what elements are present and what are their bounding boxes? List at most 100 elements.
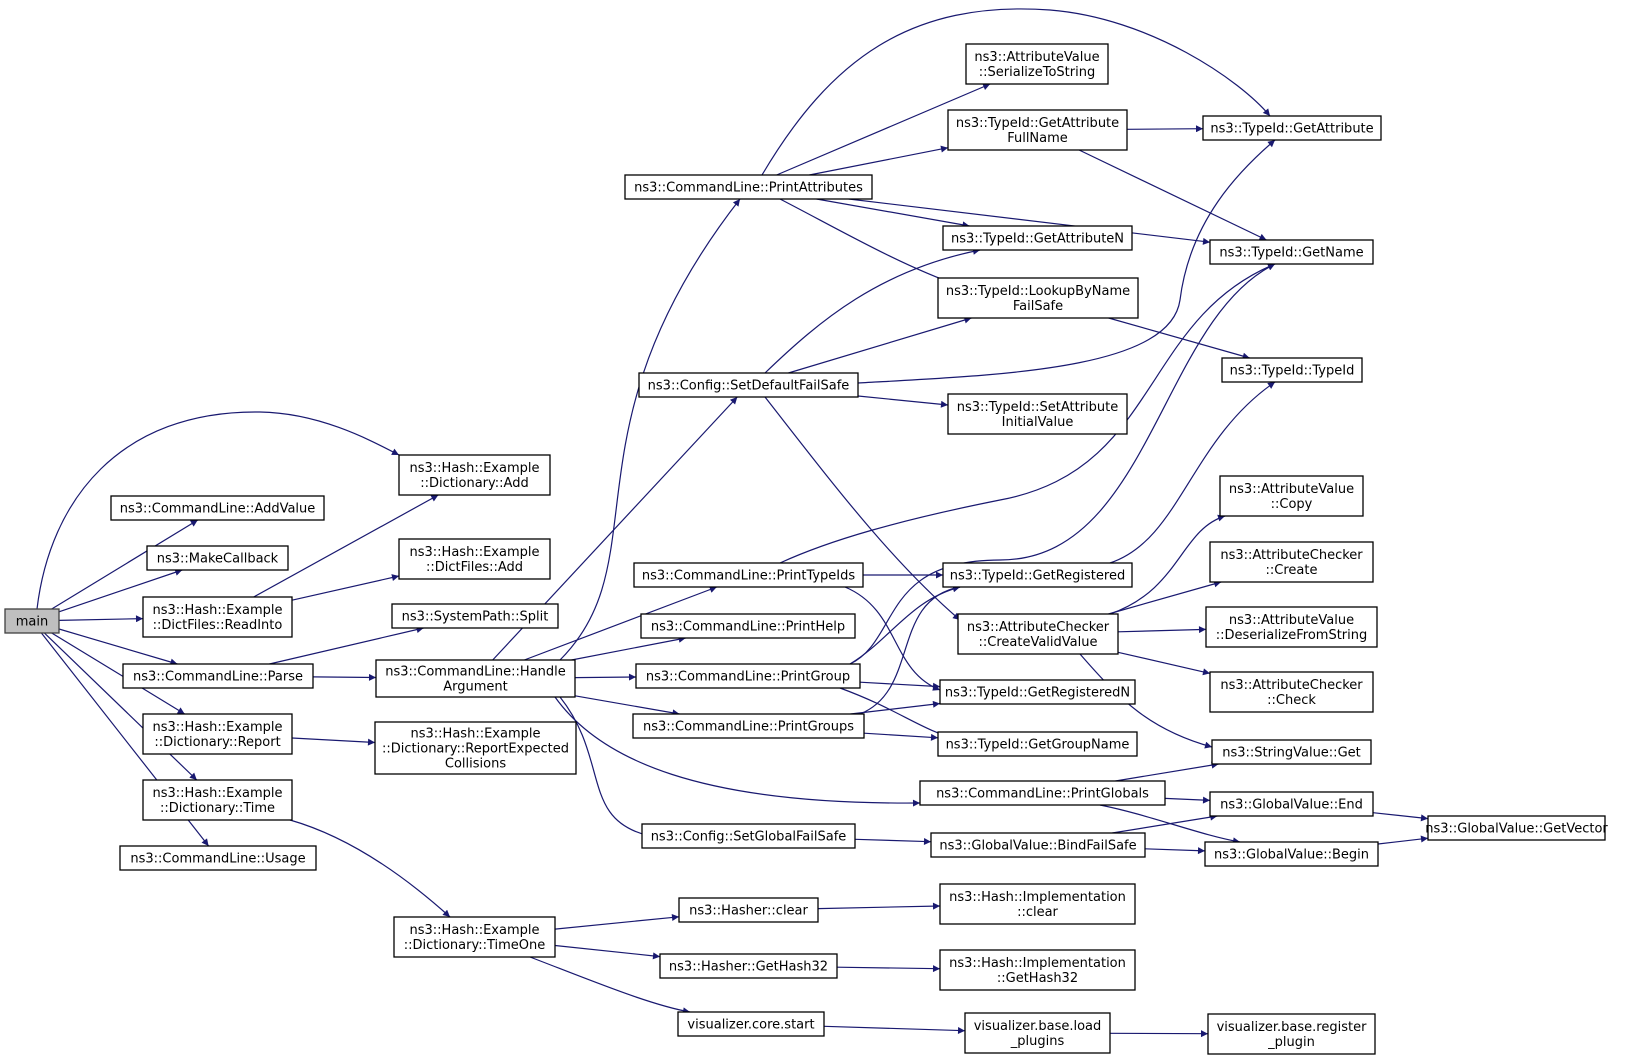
edge-line: [1079, 653, 1213, 749]
edge-ac_createvalidvalue-to-av_deserializefromstring: [1117, 626, 1207, 634]
node-box: [122, 663, 314, 689]
node-label: ns3::AttributeChecker: [1220, 678, 1363, 693]
node-box: [677, 1011, 825, 1037]
node-cl-parse[interactable]: ns3::CommandLine::Parse: [122, 663, 314, 689]
edge-dict_report-to-dict_reportexpected: [291, 737, 376, 746]
node-label: ns3::TypeId::GetAttribute: [956, 116, 1119, 131]
node-cl-printgroups[interactable]: ns3::CommandLine::PrintGroups: [632, 713, 865, 739]
node-label: visualizer.base.load: [974, 1019, 1102, 1034]
node-ac-createvalidvalue[interactable]: ns3::AttributeChecker::CreateValidValue: [957, 613, 1119, 655]
node-config-setdefaultfailsafe[interactable]: ns3::Config::SetDefaultFailSafe: [638, 372, 859, 398]
node-dict-add[interactable]: ns3::Hash::Example::Dictionary::Add: [398, 454, 551, 496]
node-dictfiles-add[interactable]: ns3::Hash::Example::DictFiles::Add: [398, 538, 551, 580]
node-ac-create[interactable]: ns3::AttributeChecker::Create: [1209, 541, 1374, 583]
edge-line: [1117, 651, 1211, 676]
node-cl-addvalue[interactable]: ns3::CommandLine::AddValue: [110, 495, 325, 521]
node-cl-printtypeids[interactable]: ns3::CommandLine::PrintTypeIds: [633, 562, 864, 588]
node-dict-timeone[interactable]: ns3::Hash::Example::Dictionary::TimeOne: [393, 916, 556, 958]
edge-cl_printattributes-to-typeid_getname: [848, 198, 1211, 245]
node-hasher-gethash32[interactable]: ns3::Hasher::GetHash32: [659, 953, 838, 979]
node-label: ::Dictionary::Report: [154, 735, 280, 750]
node-gv-getvector[interactable]: ns3::GlobalValue::GetVector: [1425, 815, 1608, 841]
node-dictfiles-readinto[interactable]: ns3::Hash::Example::DictFiles::ReadInto: [142, 596, 293, 638]
node-hasher-clear[interactable]: ns3::Hasher::clear: [678, 897, 819, 923]
node-dict-reportexpected[interactable]: ns3::Hash::Example::Dictionary::ReportEx…: [374, 721, 577, 775]
node-vis-core-start[interactable]: visualizer.core.start: [677, 1011, 825, 1037]
edge-line: [857, 139, 1276, 384]
node-label: ::Dictionary::TimeOne: [404, 938, 546, 953]
node-label: ::Dictionary::Time: [160, 801, 275, 816]
node-systempath-split[interactable]: ns3::SystemPath::Split: [391, 603, 559, 629]
node-box: [142, 713, 293, 755]
node-main[interactable]: main: [4, 608, 60, 634]
node-box: [374, 721, 577, 775]
edge-line: [779, 198, 961, 287]
edge-line: [836, 965, 941, 973]
edge-cl_handleargument-to-cl_printglobals: [554, 696, 921, 807]
node-box: [1209, 239, 1374, 265]
node-makecallback[interactable]: ns3::MakeCallback: [146, 545, 289, 571]
node-ac-check[interactable]: ns3::AttributeChecker::Check: [1209, 671, 1374, 713]
node-label: ns3::TypeId::SetAttribute: [957, 400, 1119, 415]
edge-main-to-dict_report: [51, 632, 186, 715]
node-typeid-getname[interactable]: ns3::TypeId::GetName: [1209, 239, 1374, 265]
edge-line: [809, 145, 949, 176]
edge-cl_printgroup-to-typeid_getregistered: [849, 585, 961, 665]
node-typeid-getattribute[interactable]: ns3::TypeId::GetAttribute: [1202, 115, 1382, 141]
edge-typeid_getregistered-to-typeid_typeid: [1109, 381, 1276, 564]
edge-line: [1144, 847, 1206, 855]
node-hashimpl-gethash32[interactable]: ns3::Hash::Implementation::GetHash32: [939, 949, 1136, 991]
edge-dict_time-to-dict_timeone: [289, 819, 451, 918]
node-label: InitialValue: [1002, 415, 1074, 430]
node-box: [641, 823, 856, 849]
node-label: ns3::TypeId::GetRegistered: [950, 569, 1125, 584]
node-config-setglobalfailsafe[interactable]: ns3::Config::SetGlobalFailSafe: [641, 823, 856, 849]
edge-line: [823, 1025, 966, 1034]
edge-line: [1115, 761, 1219, 782]
edge-line: [58, 568, 183, 613]
node-hashimpl-clear[interactable]: ns3::Hash::Implementation::clear: [939, 883, 1136, 925]
edge-line: [1078, 149, 1267, 241]
node-layer: mainns3::Hash::Example::Dictionary::Addn…: [4, 43, 1608, 1055]
edge-ac_createvalidvalue-to-ac_create: [1108, 580, 1222, 615]
node-cl-printgroup[interactable]: ns3::CommandLine::PrintGroup: [635, 663, 861, 689]
edge-dictfiles_readinto-to-dict_add: [253, 494, 439, 598]
edge-line: [859, 584, 961, 715]
node-gv-begin[interactable]: ns3::GlobalValue::Begin: [1204, 841, 1379, 867]
edge-line: [764, 247, 981, 374]
node-dict-time[interactable]: ns3::Hash::Example::Dictionary::Time: [142, 779, 293, 821]
node-typeid-getregistered[interactable]: ns3::TypeId::GetRegistered: [942, 562, 1133, 588]
edge-cl_printgroups-to-typeid_getgroupname: [863, 732, 939, 741]
node-av-serializetostring[interactable]: ns3::AttributeValue::SerializeToString: [965, 43, 1109, 85]
node-dict-report[interactable]: ns3::Hash::Example::Dictionary::Report: [142, 713, 293, 755]
node-label: _plugin: [1267, 1035, 1315, 1050]
node-box: [1209, 791, 1374, 817]
edge-cl_parse-to-systempath_split: [269, 626, 424, 665]
node-vis-base-registerplugin[interactable]: visualizer.base.register_plugin: [1207, 1013, 1376, 1055]
node-av-deserializefromstring[interactable]: ns3::AttributeValue::DeserializeFromStri…: [1205, 606, 1378, 648]
node-label: ns3::CommandLine::PrintGroup: [646, 670, 850, 685]
node-gv-bindfailsafe[interactable]: ns3::GlobalValue::BindFailSafe: [930, 832, 1146, 858]
node-stringvalue-get[interactable]: ns3::StringValue::Get: [1211, 739, 1372, 765]
node-typeid-typeid[interactable]: ns3::TypeId::TypeId: [1221, 357, 1363, 383]
node-cl-printattributes[interactable]: ns3::CommandLine::PrintAttributes: [624, 174, 873, 200]
node-av-copy[interactable]: ns3::AttributeValue::Copy: [1219, 475, 1364, 517]
node-typeid-getregisteredn[interactable]: ns3::TypeId::GetRegisteredN: [939, 679, 1136, 705]
node-vis-base-loadplugins[interactable]: visualizer.base.load_plugins: [964, 1012, 1111, 1054]
node-label: ns3::Hash::Implementation: [949, 890, 1126, 905]
node-cl-printhelp[interactable]: ns3::CommandLine::PrintHelp: [640, 613, 856, 639]
node-label: visualizer.core.start: [687, 1018, 814, 1033]
node-gv-end[interactable]: ns3::GlobalValue::End: [1209, 791, 1374, 817]
node-label: ns3::TypeId::GetAttribute: [1210, 122, 1373, 137]
edge-line: [574, 695, 680, 717]
node-typeid-getgroupname[interactable]: ns3::TypeId::GetGroupName: [937, 731, 1138, 757]
node-typeid-getattributen[interactable]: ns3::TypeId::GetAttributeN: [942, 225, 1133, 251]
node-cl-usage[interactable]: ns3::CommandLine::Usage: [119, 845, 317, 871]
node-cl-printglobals[interactable]: ns3::CommandLine::PrintGlobals: [919, 780, 1166, 806]
edge-cl_handleargument-to-cl_printgroup: [574, 673, 637, 681]
edge-cl_handleargument-to-cl_printhelp: [571, 635, 686, 661]
